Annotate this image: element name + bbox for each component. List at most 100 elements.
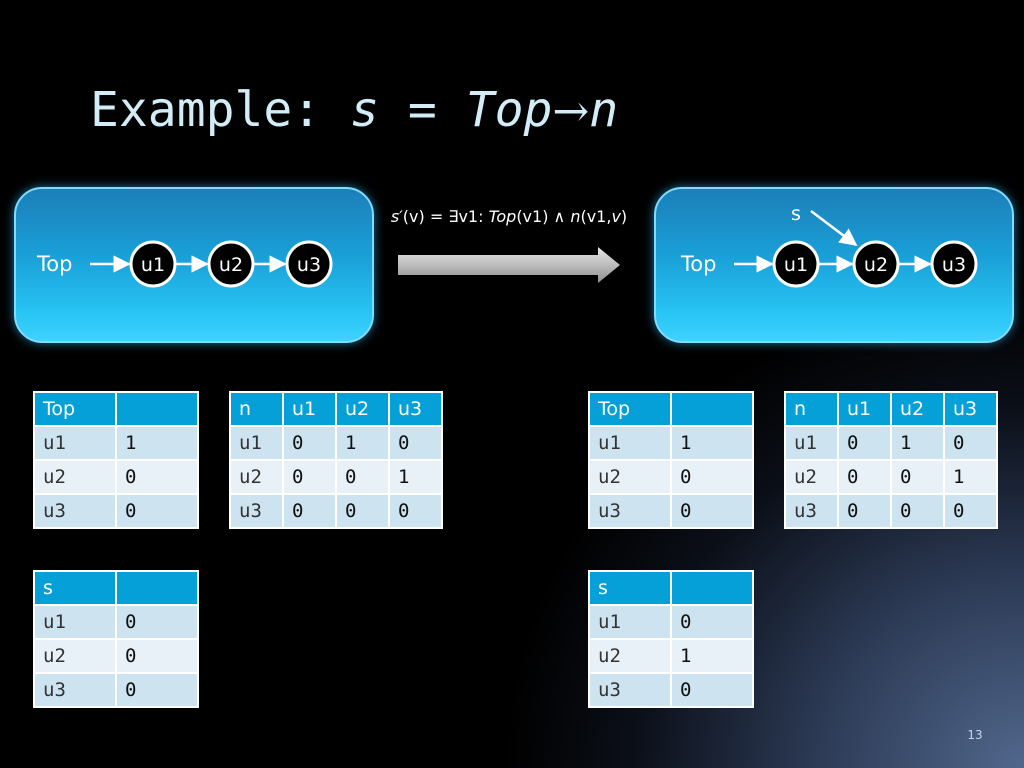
table-row: u3 0 0 0 — [784, 493, 998, 529]
table-row: u3 0 — [588, 672, 754, 708]
table-header: s — [33, 570, 199, 606]
table-row: u1 0 — [588, 604, 754, 640]
cell-value: 0 — [943, 493, 998, 529]
cell-value: 0 — [115, 459, 199, 495]
formula-top: Top — [488, 207, 517, 226]
formula-eq: = ∃v1: — [424, 207, 489, 226]
diagram-before-panel: Top u1 u2 u3 — [14, 187, 374, 343]
node-label: u3 — [942, 254, 966, 276]
cell-value: 0 — [282, 425, 337, 461]
table-header: s — [588, 570, 754, 606]
table-row: u2 0 — [588, 459, 754, 495]
node-label: u1 — [784, 254, 808, 276]
row-label: u1 — [784, 425, 839, 461]
row-label: u3 — [33, 493, 117, 529]
row-label: u3 — [784, 493, 839, 529]
cell-value: 0 — [837, 425, 892, 461]
table-row: u2 0 0 1 — [229, 459, 443, 495]
cell-value: 0 — [670, 493, 754, 529]
header-cell: u2 — [890, 391, 945, 427]
cell-value: 0 — [837, 459, 892, 495]
title-prefix: Example: — [90, 82, 351, 138]
cell-value: 0 — [115, 638, 199, 674]
formula-close: ) — [620, 207, 628, 226]
cell-value: 0 — [115, 672, 199, 708]
cell-value: 0 — [282, 459, 337, 495]
cell-value: 1 — [115, 425, 199, 461]
row-label: u3 — [33, 672, 117, 708]
row-label: u2 — [784, 459, 839, 495]
node-label: u2 — [219, 254, 243, 276]
table-row: u3 0 0 0 — [229, 493, 443, 529]
s-table-before: s u1 0 u2 0 u3 0 — [33, 570, 199, 708]
cell-value: 1 — [670, 425, 754, 461]
title-equals: = — [379, 82, 466, 138]
cell-value: 1 — [670, 638, 754, 674]
title-top: Top — [465, 82, 553, 138]
n-table-before: n u1 u2 u3 u1 0 1 0 u2 0 0 1 u3 0 0 0 — [229, 391, 443, 529]
s-label: s — [791, 203, 801, 225]
node-u1: u1 — [129, 240, 177, 288]
header-cell: u1 — [282, 391, 337, 427]
formula-arg: (v) — [402, 207, 425, 226]
header-cell — [115, 391, 199, 427]
table-header: n u1 u2 u3 — [784, 391, 998, 427]
node-label: u3 — [297, 254, 321, 276]
top-table-after: Top u1 1 u2 0 u3 0 — [588, 391, 754, 529]
header-cell — [670, 391, 754, 427]
row-label: u3 — [229, 493, 284, 529]
diagram-after-panel: Top s u1 u2 u3 — [654, 187, 1014, 343]
row-label: u3 — [588, 672, 672, 708]
header-cell — [670, 570, 754, 606]
header-cell: n — [229, 391, 284, 427]
transform-arrow-icon — [398, 247, 620, 283]
top-label: Top — [680, 252, 716, 276]
node-u3: u3 — [930, 240, 978, 288]
node-u2: u2 — [207, 240, 255, 288]
formula-lhs: s′ — [390, 207, 403, 226]
table-row: u3 0 — [33, 672, 199, 708]
formula-mid: (v1) ∧ — [516, 207, 571, 226]
cell-value: 0 — [837, 493, 892, 529]
transfer-formula: s′(v) = ∃v1: Top(v1) ∧ n(v1,v) — [378, 207, 640, 233]
diagram-before: Top u1 u2 u3 — [36, 240, 333, 288]
cell-value: 0 — [282, 493, 337, 529]
table-row: u1 1 — [33, 425, 199, 461]
row-label: u1 — [229, 425, 284, 461]
node-u1: u1 — [772, 240, 820, 288]
cell-value: 0 — [388, 425, 443, 461]
formula-v: v — [611, 207, 621, 226]
header-cell: u3 — [943, 391, 998, 427]
top-table-before: Top u1 1 u2 0 u3 0 — [33, 391, 199, 529]
cell-value: 1 — [890, 425, 945, 461]
row-label: u2 — [229, 459, 284, 495]
header-cell: s — [588, 570, 672, 606]
title-s: s — [350, 82, 379, 138]
header-cell: Top — [33, 391, 117, 427]
table-row: u1 0 1 0 — [229, 425, 443, 461]
cell-value: 0 — [388, 493, 443, 529]
top-label: Top — [36, 252, 72, 276]
row-label: u1 — [33, 425, 117, 461]
table-row: u2 0 — [33, 459, 199, 495]
header-cell: u2 — [335, 391, 390, 427]
row-label: u3 — [588, 493, 672, 529]
node-label: u2 — [864, 254, 888, 276]
n-table-after: n u1 u2 u3 u1 0 1 0 u2 0 0 1 u3 0 0 0 — [784, 391, 998, 529]
table-header: Top — [588, 391, 754, 427]
cell-value: 0 — [890, 493, 945, 529]
header-cell: u1 — [837, 391, 892, 427]
s-table-after: s u1 0 u2 1 u3 0 — [588, 570, 754, 708]
cell-value: 1 — [943, 459, 998, 495]
cell-value: 0 — [670, 672, 754, 708]
header-cell: u3 — [388, 391, 443, 427]
cell-value: 0 — [670, 459, 754, 495]
row-label: u1 — [588, 425, 672, 461]
slide-title: Example: s = Top→n — [90, 78, 618, 142]
table-row: u1 0 — [33, 604, 199, 640]
cell-value: 1 — [335, 425, 390, 461]
row-label: u2 — [33, 638, 117, 674]
title-arrow: → — [552, 86, 590, 137]
formula-tail: (v1, — [580, 207, 612, 226]
table-row: u2 0 0 1 — [784, 459, 998, 495]
